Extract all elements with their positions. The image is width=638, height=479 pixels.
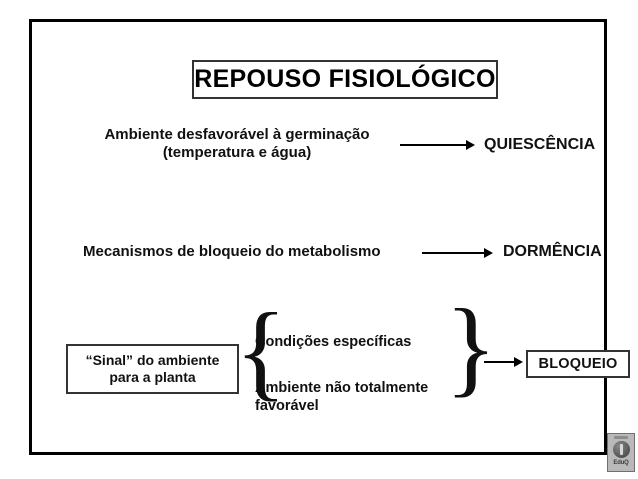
arrow-right-icon-1 [400, 139, 476, 151]
corner-logo: EduQ [607, 433, 635, 472]
arrow-head [484, 248, 493, 258]
title-box: REPOUSO FISIOLÓGICO [192, 60, 498, 99]
arrow-shaft [422, 252, 486, 254]
logo-orb-icon [612, 441, 630, 458]
logo-label: EduQ [613, 460, 629, 466]
page-title: REPOUSO FISIOLÓGICO [194, 65, 496, 93]
row2-effect-label: DORMÊNCIA [503, 243, 602, 260]
signal-box: “Sinal” do ambiente para a planta [66, 344, 239, 394]
signal-line1: “Sinal” do ambiente [85, 351, 220, 368]
row1-cause-line1: Ambiente desfavorável à germinação [104, 126, 370, 143]
row2-cause-text: Mecanismos de bloqueio do metabolismo [83, 243, 381, 260]
logo-cap-icon [614, 436, 628, 439]
brace-left-icon: { [235, 292, 287, 411]
arrow-shaft [400, 144, 468, 146]
signal-line2: para a planta [109, 369, 196, 385]
bloqueio-box: BLOQUEIO [526, 350, 630, 378]
arrow-right-icon-2 [422, 247, 494, 259]
bloqueio-label: BLOQUEIO [538, 356, 618, 372]
condition-item-2-line2: favorável [255, 397, 319, 414]
condition-item-2-line1: Ambiente não totalmente [255, 380, 429, 396]
arrow-right-icon-3 [484, 356, 524, 368]
row1-effect-label: QUIESCÊNCIA [484, 136, 596, 153]
condition-item-1: Condições específicas [255, 334, 412, 350]
arrow-head [514, 357, 523, 367]
row1-cause-text: Ambiente desfavorável à germinação (temp… [82, 126, 392, 163]
condition-item-2: Ambiente não totalmente favorável [255, 380, 445, 415]
brace-right-icon: } [445, 288, 497, 407]
signal-text: “Sinal” do ambiente para a planta [86, 352, 220, 387]
row1-cause-line2: (temperatura e água) [162, 144, 312, 162]
arrow-shaft [484, 361, 516, 363]
arrow-head [466, 140, 475, 150]
slide-frame: REPOUSO FISIOLÓGICO Ambiente desfavoráve… [29, 19, 635, 472]
